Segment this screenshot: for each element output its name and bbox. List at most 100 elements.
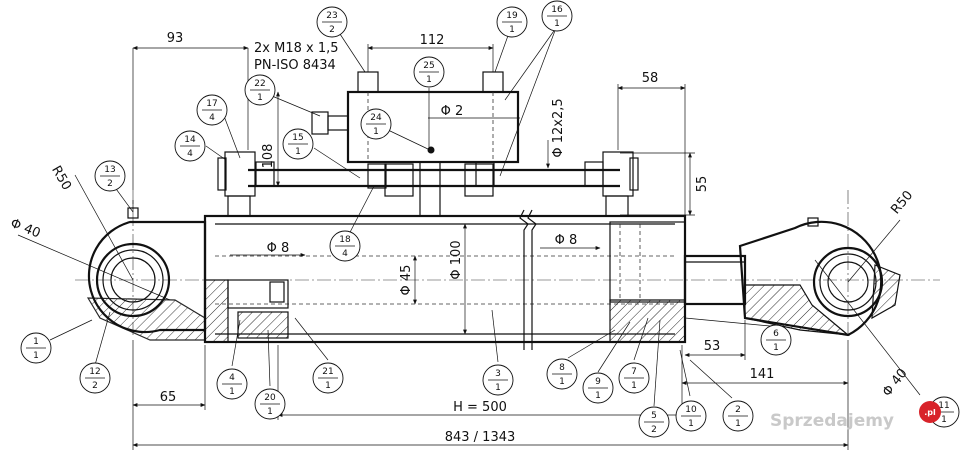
dim-141: 141	[750, 367, 775, 382]
balloon-item-5: 52	[638, 406, 670, 438]
dim-55: 55	[695, 176, 710, 193]
balloon-quantity: 1	[688, 419, 694, 429]
balloon-item-15: 151	[282, 128, 314, 160]
balloon-item-7: 71	[618, 362, 650, 394]
balloon-quantity: 1	[495, 383, 501, 393]
balloon-quantity: 1	[735, 419, 741, 429]
balloon-item-number: 22	[254, 79, 265, 89]
balloon-item-17: 174	[196, 94, 228, 126]
balloon-item-2: 21	[722, 400, 754, 432]
dim-58: 58	[642, 71, 659, 86]
dim-stroke: H = 500	[453, 400, 507, 415]
balloon-item-13: 132	[94, 160, 126, 192]
balloon-item-number: 20	[264, 393, 276, 403]
balloon-quantity: 1	[509, 25, 515, 35]
balloon-quantity: 1	[595, 391, 601, 401]
dim-dia8-left: Φ 8	[267, 241, 290, 256]
leader-lines	[49, 27, 771, 407]
balloon-item-10: 101	[675, 400, 707, 432]
balloon-item-number: 21	[322, 367, 333, 377]
balloon-item-1: 11	[20, 332, 52, 364]
thread-note-line2: PN-ISO 8434	[254, 58, 336, 73]
balloon-item-number: 16	[551, 5, 563, 15]
balloon-item-number: 23	[326, 11, 337, 21]
balloon-item-22: 221	[244, 74, 276, 106]
dim-r50-left: R50	[48, 163, 74, 193]
balloon-item-number: 2	[735, 405, 741, 415]
balloon-quantity: 1	[373, 127, 379, 137]
balloon-item-16: 161	[541, 0, 573, 32]
balloon-quantity: 1	[33, 351, 39, 361]
hydraulic-lines	[217, 151, 639, 217]
balloon-item-3: 31	[482, 364, 514, 396]
balloon-item-20: 201	[254, 388, 286, 420]
dim-93: 93	[167, 31, 184, 46]
balloon-item-19: 191	[496, 6, 528, 38]
balloon-quantity: 1	[941, 415, 947, 425]
balloon-item-number: 9	[595, 377, 601, 387]
balloon-item-number: 8	[559, 363, 565, 373]
cylinder-barrel	[203, 209, 687, 350]
balloon-quantity: 1	[773, 343, 779, 353]
watermark: Sprzedajemy .pl	[770, 401, 941, 431]
balloon-quantity: 4	[209, 113, 215, 123]
balloon-quantity: 2	[651, 425, 657, 435]
dim-r50-right: R50	[888, 188, 916, 217]
balloon-quantity: 1	[426, 75, 432, 85]
balloon-item-number: 18	[339, 235, 351, 245]
balloon-item-4: 41	[216, 368, 248, 400]
balloon-item-21: 211	[312, 362, 344, 394]
balloon-item-9: 91	[582, 372, 614, 404]
dim-dia100: Φ 100	[449, 240, 464, 279]
balloon-quantity: 1	[559, 377, 565, 387]
dim-65: 65	[160, 390, 177, 405]
balloon-item-number: 24	[370, 113, 382, 123]
balloon-quantity: 2	[329, 25, 335, 35]
balloon-item-6: 61	[760, 324, 792, 356]
thread-note-line1: 2x M18 x 1,5	[254, 41, 339, 56]
balloon-quantity: 1	[631, 381, 637, 391]
dim-dia40-right: Φ 40	[880, 366, 911, 400]
balloon-quantity: 1	[325, 381, 331, 391]
balloon-item-25: 251	[413, 56, 445, 88]
balloon-item-24: 241	[360, 108, 392, 140]
dimension-lines	[17, 44, 921, 450]
dim-dia12: Φ 12x2,5	[551, 98, 566, 157]
balloon-item-number: 12	[89, 367, 100, 377]
part-balloons: 2321911612512212411741441511321841112241…	[20, 0, 960, 438]
balloon-quantity: 1	[295, 147, 301, 157]
dim-dia45: Φ 45	[399, 265, 414, 296]
balloon-item-12: 122	[79, 362, 111, 394]
balloon-item-23: 232	[316, 6, 348, 38]
watermark-badge-label: .pl	[924, 408, 936, 417]
balloon-item-number: 13	[104, 165, 115, 175]
dim-108: 108	[261, 144, 276, 169]
balloon-item-number: 7	[631, 367, 637, 377]
balloon-item-number: 3	[495, 369, 501, 379]
left-clevis-eye	[86, 200, 207, 341]
balloon-item-number: 6	[773, 329, 779, 339]
dim-dia2: Φ 2	[441, 104, 464, 119]
balloon-item-number: 1	[33, 337, 39, 347]
balloon-item-number: 11	[938, 401, 949, 411]
balloon-quantity: 2	[92, 381, 98, 391]
balloon-item-8: 81	[546, 358, 578, 390]
balloon-quantity: 1	[257, 93, 263, 103]
balloon-quantity: 4	[342, 249, 348, 259]
dim-overall-length: 843 / 1343	[445, 430, 516, 445]
balloon-quantity: 1	[229, 387, 235, 397]
dim-dia40-left: Φ 40	[8, 216, 42, 241]
balloon-item-18: 184	[329, 230, 361, 262]
balloon-item-number: 4	[229, 373, 235, 383]
balloon-quantity: 1	[267, 407, 273, 417]
right-clevis-eye	[738, 217, 901, 337]
balloon-quantity: 2	[107, 179, 113, 189]
piston-rod	[683, 254, 747, 306]
balloon-item-14: 144	[174, 130, 206, 162]
balloon-item-number: 5	[651, 411, 657, 421]
balloon-item-number: 14	[184, 135, 196, 145]
balloon-item-number: 10	[685, 405, 697, 415]
balloon-item-number: 17	[206, 99, 217, 109]
valve-block	[311, 71, 520, 217]
